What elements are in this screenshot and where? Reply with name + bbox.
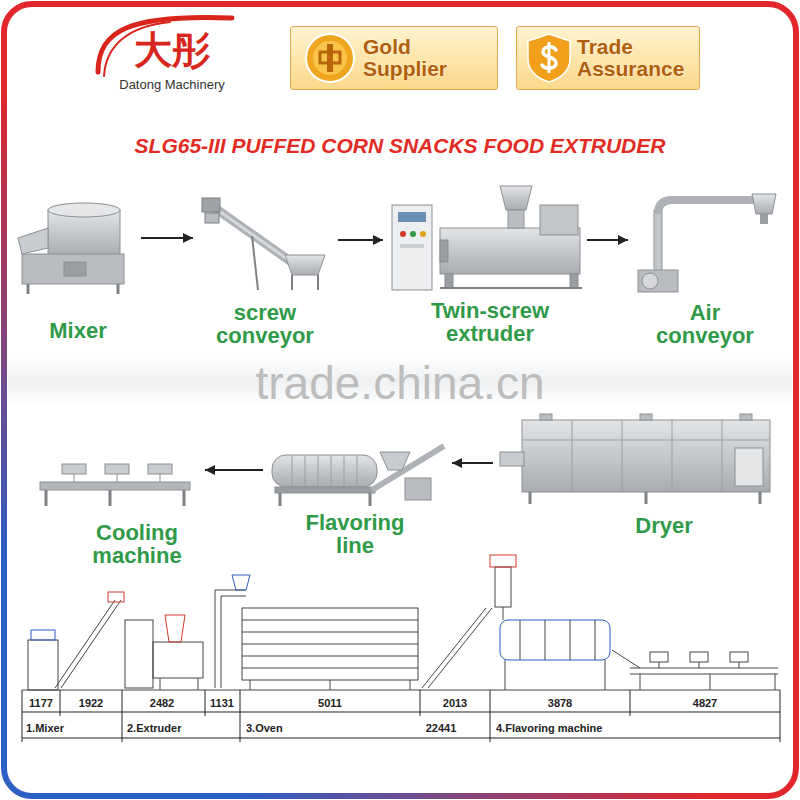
dryer-illustration — [500, 414, 770, 504]
diagram-title: SLG65-III PUFFED CORN SNACKS FOOD EXTRUD… — [135, 134, 666, 157]
page-frame — [4, 4, 796, 796]
coin-icon — [303, 31, 357, 85]
supplier-badge: Gold Supplier — [290, 26, 498, 90]
machine-station: Flavoring line — [265, 430, 450, 560]
dimension: 5011 — [318, 697, 342, 709]
flow-arrow — [452, 462, 493, 464]
cooling-machine-illustration — [40, 464, 190, 506]
flow-arrow — [141, 237, 193, 239]
machine-label: Dryer — [589, 514, 739, 537]
machine-station: Cooling machine — [30, 455, 203, 570]
section-label: 4.Flavoring machine — [496, 722, 602, 734]
watermark: trade.china.cn — [256, 358, 545, 409]
machine-label: Air conveyor — [645, 301, 765, 347]
machine-station: Twin-screw extruder — [385, 178, 585, 348]
machine-label: screw conveyor — [200, 301, 330, 347]
extruder-illustration — [392, 186, 582, 290]
machine-label: Cooling machine — [77, 521, 197, 567]
mixer-illustration — [18, 203, 124, 294]
flow-arrow — [205, 469, 263, 471]
badge-text: Gold Supplier — [363, 36, 473, 80]
shield-icon — [522, 31, 576, 85]
dimension: 1131 — [210, 697, 234, 709]
machine-label: Twin-screw extruder — [405, 299, 575, 345]
assurance-badge: Trade Assurance — [516, 26, 700, 90]
dimension-lines — [22, 690, 780, 742]
flow-arrow — [338, 239, 383, 241]
machine-station: Mixer — [12, 195, 139, 345]
company-name: Datong Machinery — [119, 78, 225, 92]
machine-label: Mixer — [23, 319, 133, 342]
dimension: 1177 — [29, 697, 53, 709]
machine-station: Dryer — [495, 410, 780, 540]
section-label: 2.Extruder — [127, 722, 181, 734]
dimension: 4827 — [693, 697, 717, 709]
logo-text: 大彤 — [134, 30, 210, 72]
total-length: 22441 — [426, 722, 457, 734]
badge-text: Trade Assurance — [577, 36, 695, 80]
flavoring-line-illustration — [272, 446, 444, 506]
section-label: 3.Oven — [246, 722, 283, 734]
dimension: 1922 — [79, 697, 103, 709]
air-conveyor-illustration — [638, 194, 776, 292]
section-label: 1.Mixer — [26, 722, 64, 734]
logo-swoosh — [98, 17, 232, 76]
flow-arrow — [587, 239, 628, 241]
machine-station: Air conveyor — [630, 190, 785, 350]
screw-conveyor-illustration — [202, 198, 325, 290]
dimension: 3878 — [548, 697, 572, 709]
dimension: 2013 — [443, 697, 467, 709]
machine-station: screw conveyor — [195, 190, 336, 350]
machine-label: Flavoring line — [290, 511, 420, 557]
layout-drawing — [22, 555, 780, 690]
dimension: 2482 — [150, 697, 174, 709]
